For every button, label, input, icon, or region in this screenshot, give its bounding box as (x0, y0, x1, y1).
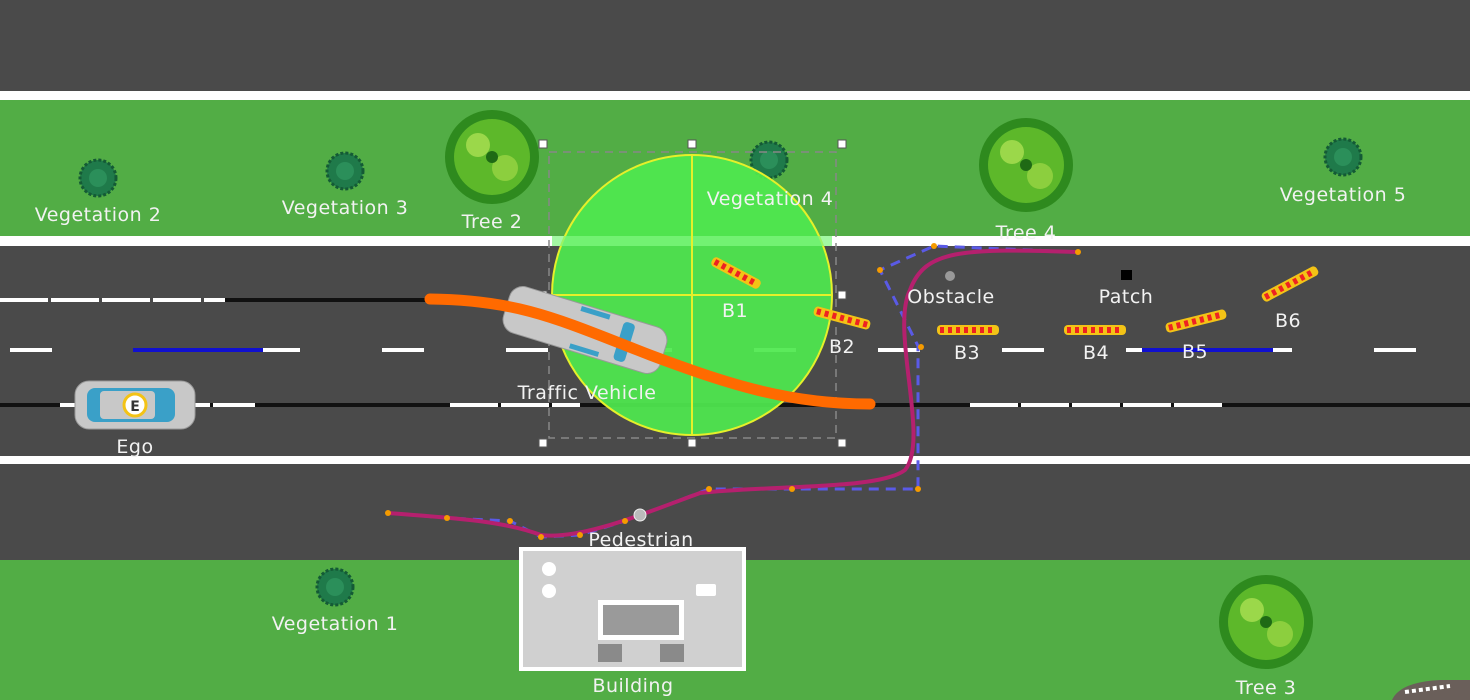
patch-label: Patch (1099, 286, 1154, 308)
barrier-b3[interactable] (937, 325, 999, 335)
traffic-vehicle-label: Traffic Vehicle (517, 382, 657, 404)
b3-label: B3 (954, 342, 980, 364)
vegetation-1-label: Vegetation 1 (272, 613, 399, 635)
resize-handle-ne[interactable] (837, 139, 847, 149)
barrier-b5[interactable] (1165, 309, 1228, 334)
barrier-partial[interactable] (1392, 680, 1470, 700)
road-edge-line (0, 456, 1470, 464)
vegetation-5-label: Vegetation 5 (1280, 184, 1407, 206)
vegetation-5[interactable] (1323, 137, 1363, 177)
pedestrian-label: Pedestrian (588, 529, 693, 551)
tree-2[interactable] (445, 110, 539, 204)
vegetation-4-label: Vegetation 4 (707, 188, 834, 210)
tree-4-label: Tree 4 (995, 222, 1057, 244)
resize-handle-sw[interactable] (538, 438, 548, 448)
vegetation-2[interactable] (78, 158, 118, 198)
b2-label: B2 (829, 336, 855, 358)
resize-handle-se[interactable] (837, 438, 847, 448)
tree-3[interactable] (1219, 575, 1313, 669)
vegetation-2-label: Vegetation 2 (35, 204, 162, 226)
resize-handle-s[interactable] (687, 438, 697, 448)
obstacle-label: Obstacle (907, 286, 994, 308)
b5-label: B5 (1182, 341, 1208, 363)
obstacle[interactable] (945, 271, 955, 281)
vegetation-4[interactable] (749, 140, 789, 180)
tree-3-label: Tree 3 (1235, 677, 1297, 699)
tree-2-label: Tree 2 (461, 211, 523, 233)
resize-handle-n[interactable] (687, 139, 697, 149)
b6-label: B6 (1275, 310, 1301, 332)
ego-label: Ego (116, 436, 153, 458)
resize-handle-nw[interactable] (538, 139, 548, 149)
road-edge-line (0, 91, 1470, 100)
b1-label: B1 (722, 300, 748, 322)
barrier-b6[interactable] (1260, 265, 1319, 303)
pedestrian[interactable] (633, 508, 647, 522)
barrier-b2[interactable] (813, 306, 872, 331)
barrier-b1[interactable] (710, 256, 762, 290)
b4-label: B4 (1083, 342, 1109, 364)
building[interactable] (519, 547, 746, 671)
vegetation-3[interactable] (325, 151, 365, 191)
building-label: Building (592, 675, 673, 697)
ego-badge-icon (122, 392, 148, 418)
barrier-b4[interactable] (1064, 325, 1126, 335)
pedestrian-path[interactable] (385, 243, 1081, 540)
resize-handle-e[interactable] (837, 290, 847, 300)
ego-vehicle[interactable]: E (74, 380, 196, 430)
ego-badge-text: E (130, 399, 140, 415)
patch[interactable] (1121, 270, 1132, 280)
vegetation-1[interactable] (315, 567, 355, 607)
selection-box (548, 151, 837, 439)
vegetation-3-label: Vegetation 3 (282, 197, 409, 219)
vehicle-trajectory[interactable] (424, 293, 876, 410)
tree-4[interactable] (979, 118, 1073, 212)
